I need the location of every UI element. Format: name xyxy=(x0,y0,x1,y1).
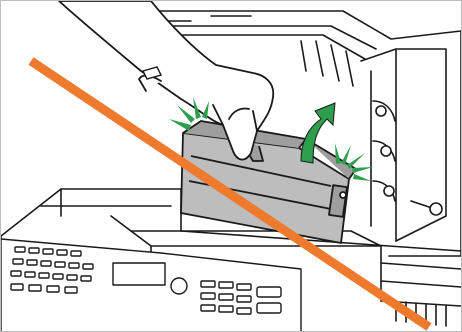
navigation-dial xyxy=(171,278,187,294)
lcd-display xyxy=(113,263,165,285)
